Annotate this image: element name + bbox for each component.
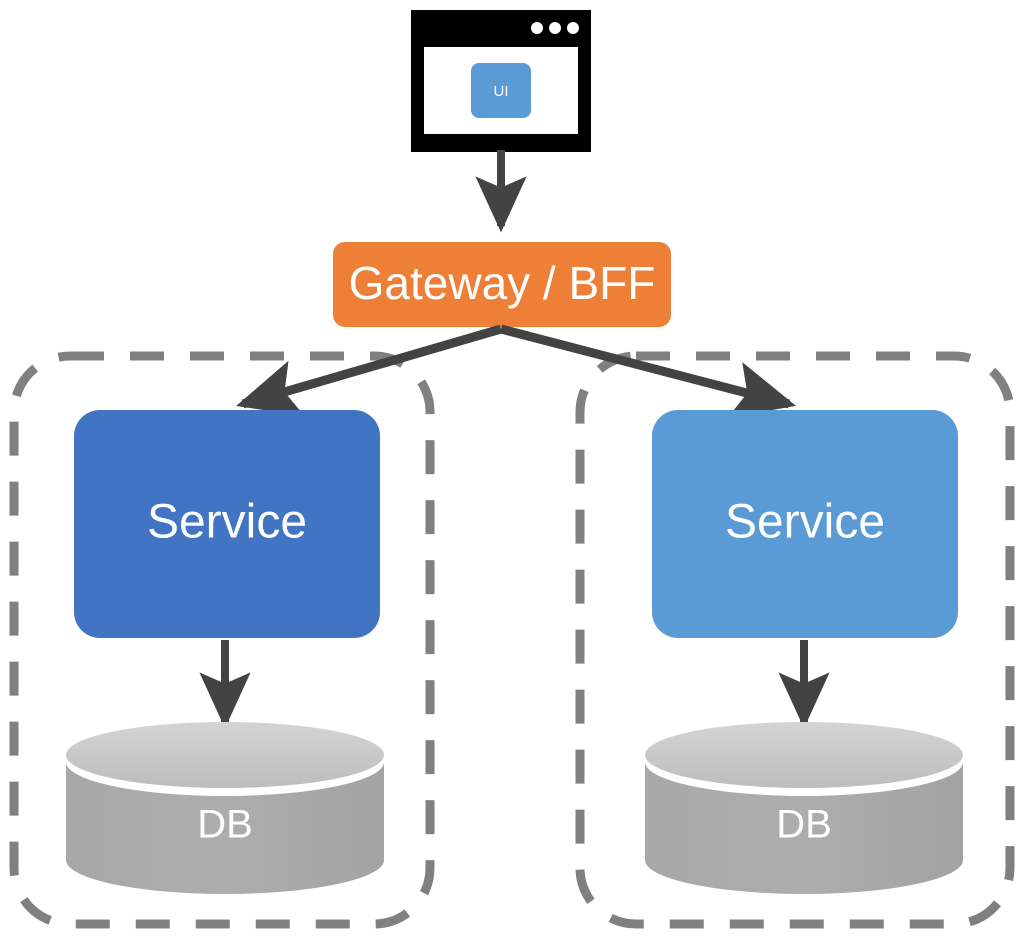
browser-window[interactable]: UI (411, 10, 591, 152)
right-db-label: DB (776, 803, 832, 847)
connector-gateway-to-right-service (499, 324, 796, 418)
left-service-box[interactable] (74, 410, 380, 638)
right-service-label: Service (725, 496, 885, 549)
gateway-box[interactable] (333, 242, 671, 327)
window-dot-icon (531, 22, 543, 34)
left-service-node[interactable]: Service (74, 410, 380, 638)
gateway-node[interactable]: Gateway / BFF (333, 242, 671, 327)
left-service-group (9, 351, 435, 929)
left-db-body[interactable] (66, 762, 384, 894)
right-db-body[interactable] (645, 762, 963, 894)
right-service-box[interactable] (652, 410, 958, 638)
ui-app-label: UI (494, 83, 509, 100)
right-service-node[interactable]: Service (652, 410, 958, 638)
right-db-top (645, 722, 963, 788)
gateway-to-right-service-arrow (499, 324, 796, 418)
left-database-node[interactable]: DB (66, 722, 384, 894)
window-dot-icon (549, 22, 561, 34)
left-db-top (66, 722, 384, 788)
gateway-to-left-service-arrow (236, 324, 503, 417)
right-service-group (575, 351, 1015, 929)
left-group-dashed-border (9, 351, 435, 929)
window-dot-icon (567, 22, 579, 34)
ui-app-tile[interactable] (471, 63, 531, 118)
connector-gateway-to-left-service (236, 324, 503, 417)
left-service-label: Service (147, 496, 307, 549)
left-db-label: DB (197, 803, 253, 847)
gateway-label: Gateway / BFF (349, 257, 656, 309)
right-database-node[interactable]: DB (645, 722, 963, 894)
right-group-dashed-border (575, 351, 1015, 929)
